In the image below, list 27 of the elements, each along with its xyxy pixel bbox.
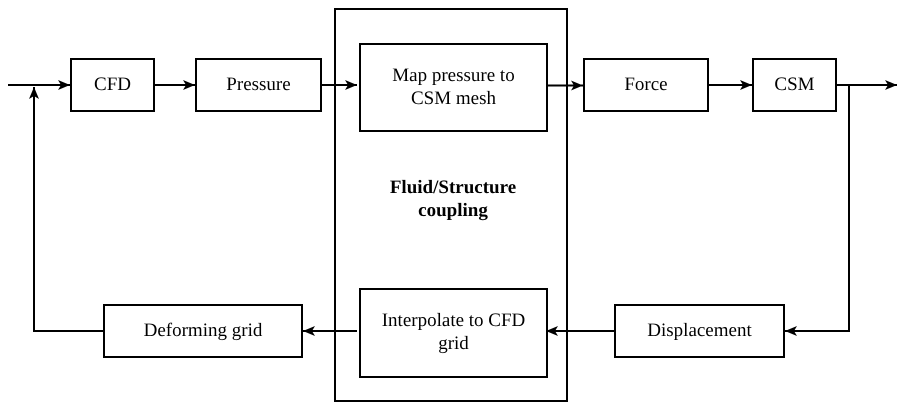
box-label: Deforming grid — [142, 320, 264, 342]
process-box — [614, 304, 785, 358]
arrow — [546, 326, 614, 336]
box-label: Displacement — [646, 320, 753, 342]
box-label: CFD — [93, 74, 132, 96]
process-box — [359, 288, 548, 378]
process-box — [195, 58, 322, 112]
box-label: Interpolate to CFD grid — [380, 310, 526, 356]
box-label: Force — [623, 74, 669, 96]
arrow — [29, 87, 103, 332]
arrow — [546, 80, 583, 90]
box-label: CSM — [773, 74, 816, 96]
arrow — [8, 80, 70, 90]
arrow — [322, 80, 357, 90]
group-box — [334, 8, 568, 402]
box-label: Pressure — [225, 74, 292, 96]
process-box — [70, 58, 155, 112]
box-label: Map pressure to CSM mesh — [391, 64, 516, 110]
arrow — [155, 80, 195, 90]
group-title: Fluid/Structure coupling — [388, 177, 518, 223]
arrow — [709, 80, 752, 90]
process-box — [103, 304, 303, 358]
arrow — [303, 326, 357, 336]
process-box — [359, 43, 548, 132]
process-box — [583, 58, 709, 112]
process-box — [752, 58, 837, 112]
arrow — [785, 84, 850, 336]
